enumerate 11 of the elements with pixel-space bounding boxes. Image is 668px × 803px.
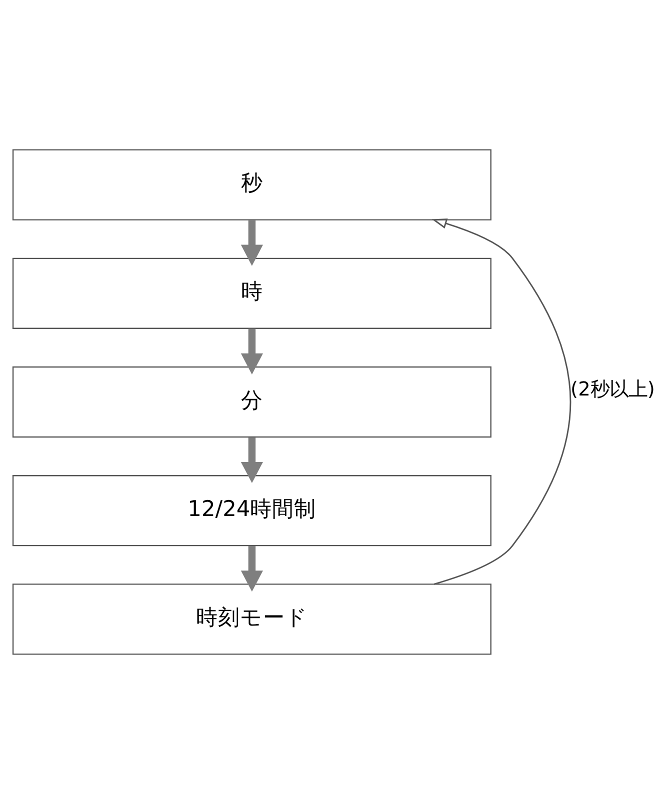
node-box: 時 <box>12 257 492 328</box>
node-box: 12/24時間制 <box>12 474 492 546</box>
arrow <box>240 545 263 592</box>
node-box: 分 <box>12 366 492 438</box>
arrow <box>240 220 263 266</box>
edge-label: (2秒以上) <box>570 377 655 400</box>
node-box: 時刻モード <box>12 583 492 654</box>
node-box: 秒 <box>12 148 492 220</box>
arrow <box>432 218 572 584</box>
arrow <box>240 328 263 374</box>
arrow <box>240 436 263 483</box>
